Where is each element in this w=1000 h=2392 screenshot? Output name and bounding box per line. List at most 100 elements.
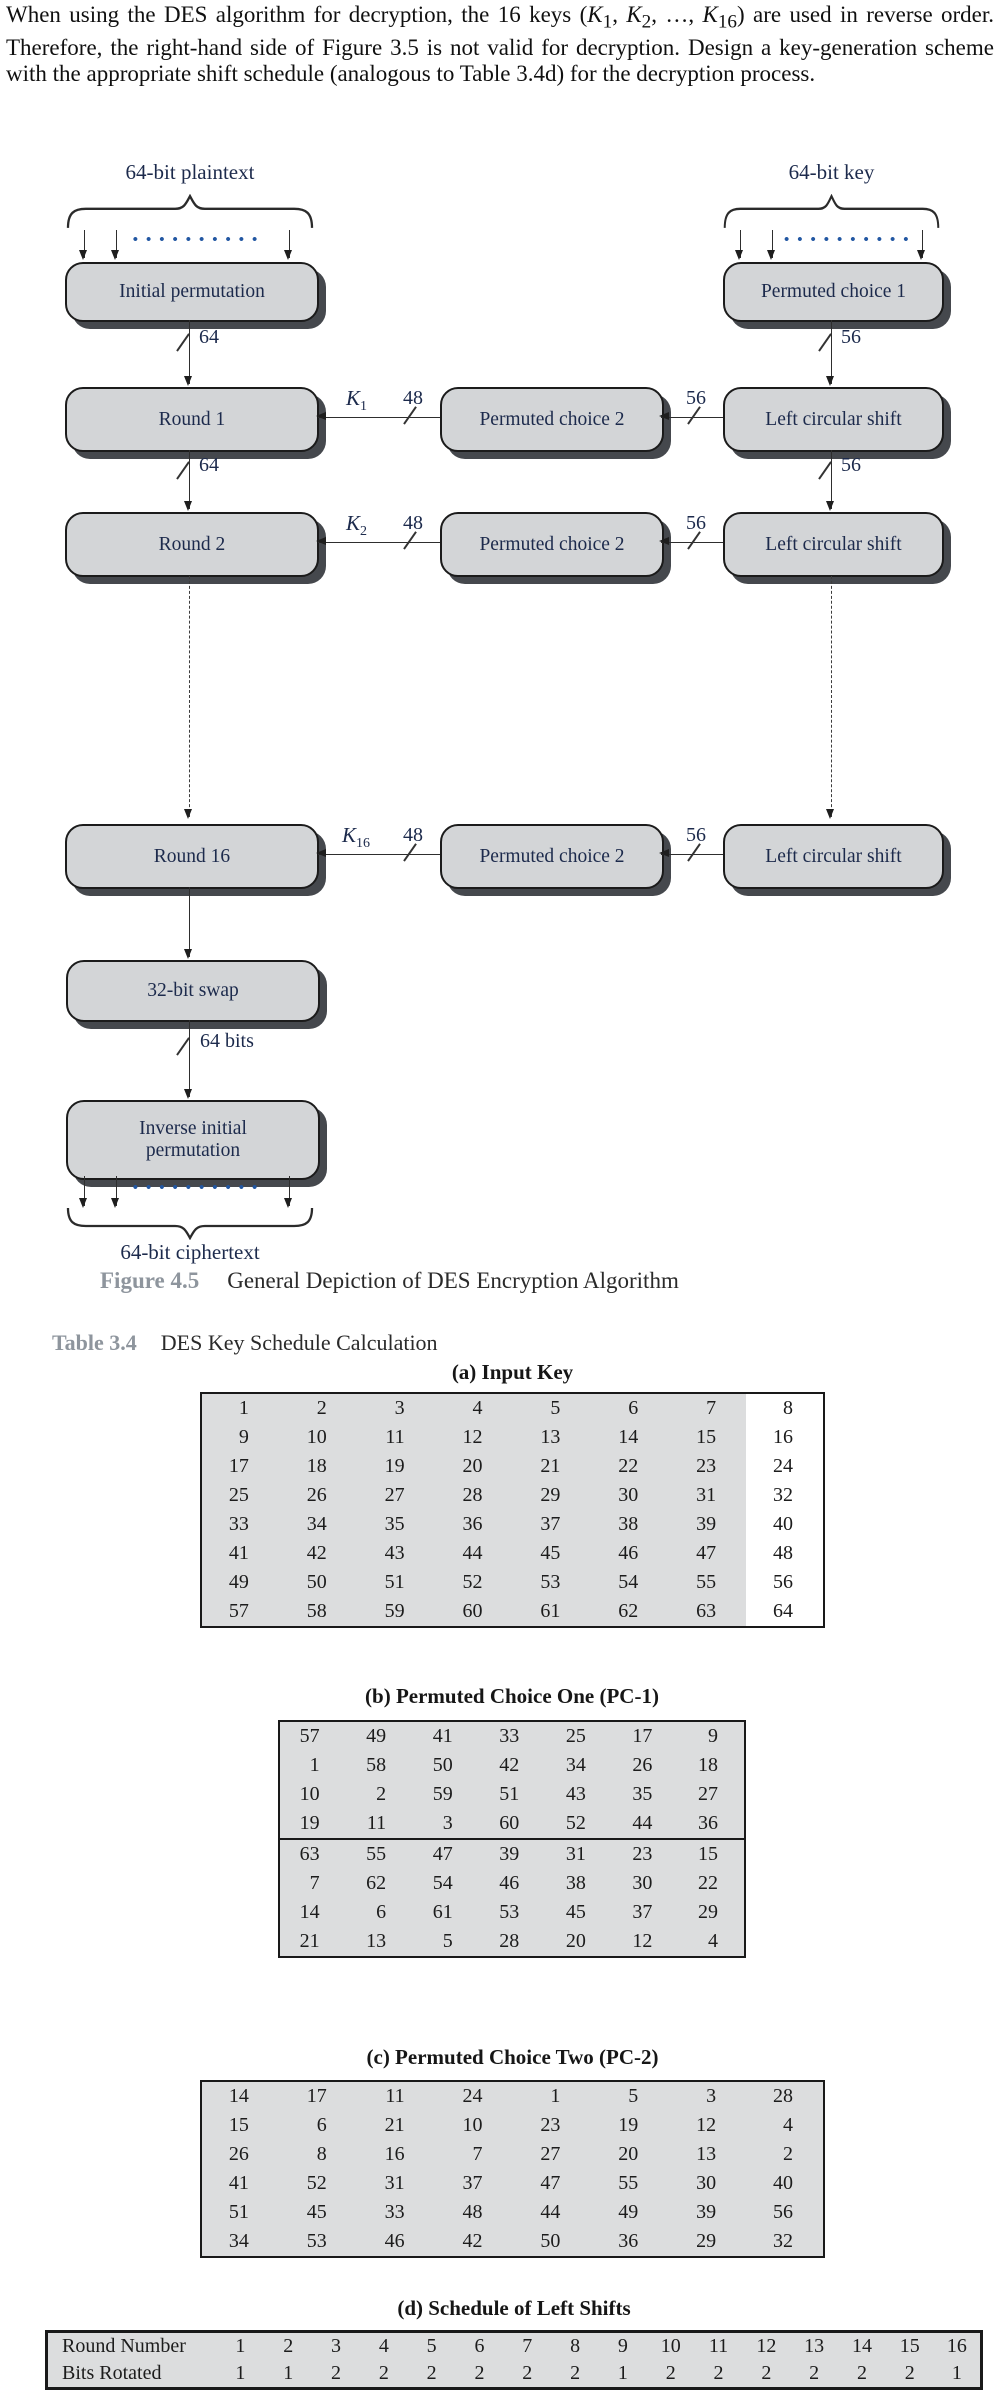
- table-cell: 38: [565, 1872, 586, 1894]
- table-cell: 4: [378, 2335, 389, 2357]
- table-cell: 12: [632, 1930, 653, 1952]
- table-cell: 29: [698, 1901, 718, 1923]
- bus-slash: [176, 333, 191, 352]
- down-arrow: [767, 230, 776, 260]
- table-cell: 23: [540, 2114, 561, 2136]
- table-cell: 10: [660, 2335, 681, 2357]
- table-cell: 4: [472, 1397, 483, 1419]
- table-cell: 8: [746, 1393, 824, 1423]
- table-cell: 13: [804, 2335, 825, 2357]
- bus-slash: [176, 461, 191, 480]
- table-cell: 6: [316, 2114, 327, 2136]
- table-cell: 2: [761, 2362, 772, 2384]
- table-cell: 2: [378, 2362, 389, 2384]
- table-cell: 16: [946, 2335, 967, 2357]
- table-cell: 10: [462, 2114, 483, 2136]
- table-cell: 39: [499, 1843, 520, 1865]
- table-cell: 45: [565, 1901, 586, 1923]
- table-cell: 5: [426, 2335, 437, 2357]
- table-cell: 12: [696, 2114, 717, 2136]
- table-cell: 41: [228, 2172, 249, 2194]
- table-cell: 14: [228, 2085, 249, 2107]
- round-1-box: Round 1: [65, 387, 319, 452]
- table-cell: 54: [618, 1571, 639, 1593]
- plaintext-label: 64-bit plaintext: [125, 160, 255, 184]
- dashed-down-arrow: [184, 576, 193, 819]
- table-cell: 14: [299, 1901, 320, 1923]
- table-cell: 2: [856, 2362, 867, 2384]
- subkey-label: K1: [346, 386, 367, 415]
- down-arrow: [184, 450, 193, 511]
- table-cell: 40: [746, 1510, 824, 1539]
- table-cell: 62: [618, 1600, 639, 1622]
- table-cell: 17: [306, 2085, 327, 2107]
- table-cell: 56: [746, 1568, 824, 1597]
- round-2-box: Round 2: [65, 512, 319, 577]
- table-title: DES Key Schedule Calculation: [160, 1330, 438, 1355]
- table-cell: 48: [746, 1539, 824, 1568]
- down-arrow: [917, 230, 926, 260]
- table-cell: 30: [696, 2172, 717, 2194]
- table-cell: 62: [366, 1872, 387, 1894]
- ellipsis-dots: ••••••••••: [132, 232, 266, 248]
- table-cell: 20: [462, 1455, 483, 1477]
- table-cell: 37: [540, 1513, 561, 1535]
- table-cell: 6: [628, 1397, 639, 1419]
- table-cell: 8: [316, 2143, 327, 2165]
- table-a-title: (a) Input Key: [451, 1360, 574, 1384]
- table-cell: 42: [306, 1542, 327, 1564]
- table-cell: 13: [540, 1426, 561, 1448]
- table-cell: 51: [384, 1571, 405, 1593]
- table-cell: 57: [299, 1725, 320, 1747]
- table-number: Table 3.4: [52, 1330, 137, 1355]
- down-arrow: [184, 320, 193, 386]
- table-cell: 41: [228, 1542, 249, 1564]
- table-cell: 53: [306, 2230, 327, 2252]
- table-cell: 52: [306, 2172, 327, 2194]
- table-cell: 16: [384, 2143, 405, 2165]
- table-cell: 51: [228, 2201, 249, 2223]
- table-cell: 6: [474, 2335, 485, 2357]
- table-cell: 34: [228, 2230, 249, 2252]
- bus-width-label: 48: [403, 824, 423, 846]
- table-cell: 3: [706, 2085, 717, 2107]
- table-cell: 12: [462, 1426, 483, 1448]
- table-cell: 36: [462, 1513, 483, 1535]
- left-arrow: [316, 537, 440, 546]
- 32-bit-swap-box: 32-bit swap: [66, 960, 320, 1022]
- bus-width-label: 56: [841, 454, 861, 476]
- table-cell: 50: [540, 2230, 561, 2252]
- box-label: permutation: [145, 1140, 241, 1161]
- table-cell: 43: [565, 1783, 586, 1805]
- table-cell: 64: [746, 1597, 824, 1627]
- table-cell: 3: [394, 1397, 405, 1419]
- table-cell: 3: [412, 1809, 479, 1840]
- table-cell: 1: [283, 2362, 294, 2384]
- table-cell: 9: [617, 2335, 628, 2357]
- table-cell: 36: [678, 1809, 745, 1840]
- table-cell: 30: [618, 1484, 639, 1506]
- bus-width-label: 56: [686, 824, 706, 846]
- table-cell: 26: [632, 1754, 653, 1776]
- table-cell: 52: [462, 1571, 483, 1593]
- table-cell: 22: [698, 1872, 718, 1894]
- table-cell: 1: [238, 1397, 249, 1419]
- table-cell: 21: [384, 2114, 405, 2136]
- table-cell: 17: [632, 1725, 653, 1747]
- table-cell: 10: [299, 1783, 320, 1805]
- curly-brace-over-icon: [66, 194, 314, 228]
- table-cell: 47: [696, 1542, 717, 1564]
- subkey-base: K: [342, 823, 357, 847]
- table-cell: 11: [385, 1426, 405, 1448]
- left-circular-shift-box: Left circular shift: [723, 387, 944, 452]
- table-cell: 20: [618, 2143, 639, 2165]
